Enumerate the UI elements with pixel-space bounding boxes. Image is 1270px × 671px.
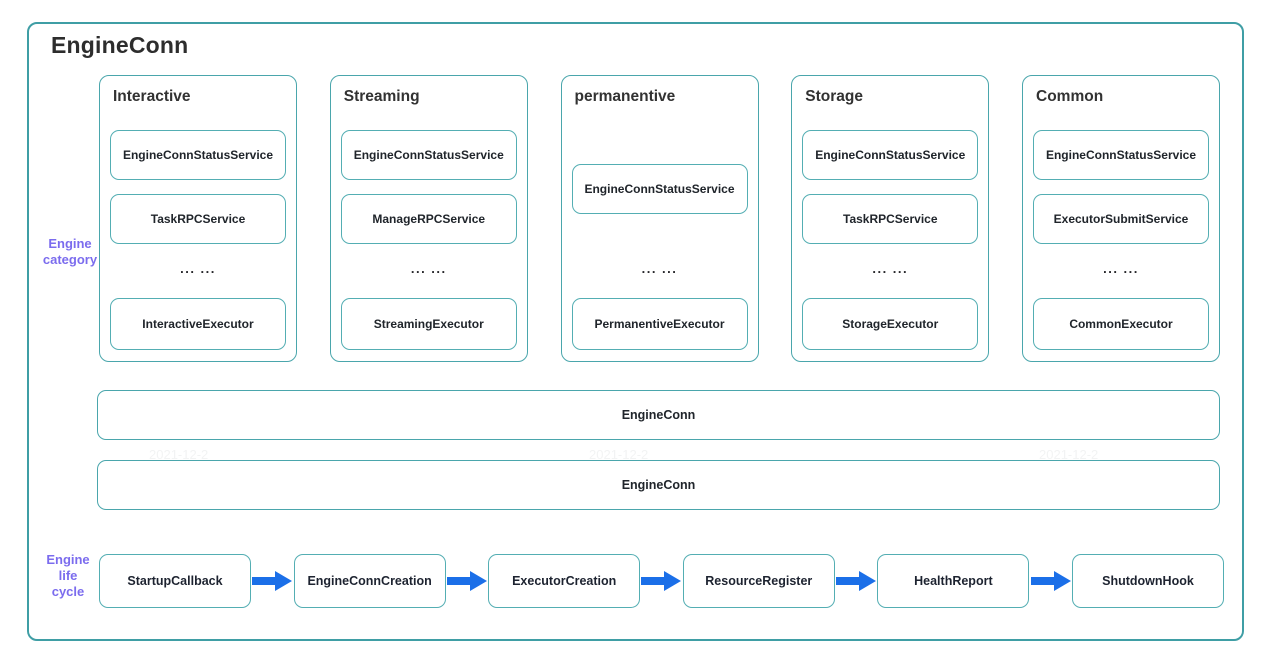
engine-category-label: Engine category [42, 236, 98, 267]
service-box: EngineConnStatusService [1033, 130, 1209, 180]
executor-box: StreamingExecutor [340, 298, 517, 350]
ellipsis-dots: ... ... [410, 261, 447, 276]
lifecycle-step-shutdownhook: ShutdownHook [1071, 554, 1224, 608]
service-box: TaskRPCService [110, 194, 286, 244]
flow-arrow-icon [252, 571, 293, 591]
ellipsis-dots: ... ... [1103, 261, 1139, 276]
service-box: ManageRPCService [340, 194, 517, 244]
category-box-common: Common EngineConnStatusService ExecutorS… [1022, 75, 1220, 362]
diagram-title: EngineConn [51, 32, 189, 58]
ellipsis-dots: ... ... [641, 261, 678, 276]
lifecycle-step-executorcreation: ExecutorCreation [488, 554, 641, 608]
category-row: Interactive EngineConnStatusService Task… [99, 75, 1220, 362]
engineconn-container: EngineConn 2021-12-2 2021-12-2 2021-12-2… [27, 22, 1244, 641]
lifecycle-step-engineconncreation: EngineConnCreation [293, 554, 446, 608]
category-box-storage: Storage EngineConnStatusService TaskRPCS… [791, 75, 990, 362]
flow-arrow-icon [641, 571, 682, 591]
lifecycle-step-resourceregister: ResourceRegister [682, 554, 835, 608]
service-box: ExecutorSubmitService [1033, 194, 1209, 244]
category-title: Common [1036, 88, 1104, 105]
ellipsis-dots: ... ... [872, 261, 909, 276]
service-box: EngineConnStatusService [340, 130, 517, 180]
lifecycle-row: StartupCallback EngineConnCreation Execu… [99, 554, 1224, 608]
category-title: Streaming [343, 88, 420, 105]
service-box: EngineConnStatusService [110, 130, 286, 180]
category-title: permanentive [574, 88, 676, 105]
ellipsis-dots: ... ... [180, 261, 216, 276]
category-title: Interactive [113, 88, 191, 105]
flow-arrow-icon [1030, 571, 1071, 591]
executor-box: PermanentiveExecutor [571, 298, 748, 350]
service-box: EngineConnStatusService [802, 130, 979, 180]
executor-box: StorageExecutor [802, 298, 979, 350]
lifecycle-step-healthreport: HealthReport [877, 554, 1030, 608]
category-box-permanentive: permanentive EngineConnStatusService ...… [560, 75, 759, 362]
executor-box: InteractiveExecutor [110, 298, 286, 350]
flow-arrow-icon [446, 571, 487, 591]
service-box: EngineConnStatusService [571, 164, 748, 214]
engineconn-bar: EngineConn [97, 390, 1220, 440]
service-box: TaskRPCService [802, 194, 979, 244]
category-box-interactive: Interactive EngineConnStatusService Task… [99, 75, 297, 362]
executor-box: CommonExecutor [1033, 298, 1209, 350]
category-box-streaming: Streaming EngineConnStatusService Manage… [329, 75, 528, 362]
engine-lifecycle-label: Engine life cycle [46, 552, 90, 599]
flow-arrow-icon [836, 571, 877, 591]
lifecycle-step-startupcallback: StartupCallback [99, 554, 251, 608]
engineconn-bar: EngineConn [97, 460, 1220, 510]
category-title: Storage [805, 88, 863, 105]
